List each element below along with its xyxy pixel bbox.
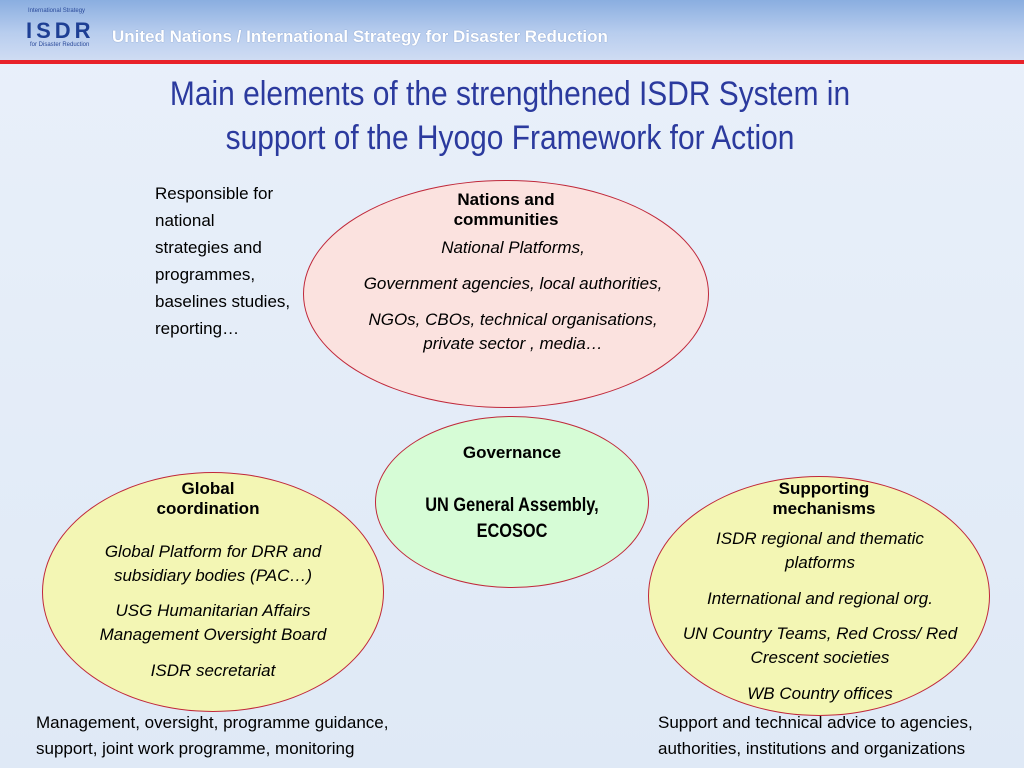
nations-item: Government agencies, local authorities,	[363, 274, 663, 293]
annotation-left-top: Responsible for national strategies and …	[155, 180, 290, 342]
logo-letters: ISDR	[26, 18, 95, 43]
global-title-line: Global	[181, 479, 235, 498]
supporting-item: UN Country Teams, Red Cross/ Red	[682, 624, 958, 643]
nations-item: National Platforms,	[441, 238, 585, 257]
supporting-title: Supporting mechanisms	[724, 479, 924, 519]
supporting-item: platforms	[785, 553, 855, 572]
nations-ellipse	[303, 180, 709, 408]
governance-title: Governance	[462, 443, 562, 462]
annotation-line: strategies and	[155, 238, 262, 257]
annotation-bottom-right: Support and technical advice to agencies…	[658, 710, 973, 762]
nations-item: private sector , media…	[423, 334, 603, 353]
annotation-line: Management, oversight, programme guidanc…	[36, 713, 389, 732]
slide-title-line: support of the Hyogo Framework for Actio…	[225, 119, 795, 157]
global-title-line: coordination	[156, 499, 260, 518]
header-title: United Nations / International Strategy …	[112, 27, 608, 46]
global-item: ISDR secretariat	[150, 661, 276, 680]
isdr-logo: International Strategy ISDR for Disaster…	[22, 8, 102, 56]
global-item: Global Platform for DRR and	[104, 542, 322, 561]
annotation-line: Support and technical advice to agencies…	[658, 713, 973, 732]
supporting-item: International and regional org.	[707, 589, 933, 608]
supporting-item: WB Country offices	[747, 684, 893, 703]
annotation-line: national	[155, 211, 215, 230]
nations-title-line: communities	[453, 210, 559, 229]
global-item: Management Oversight Board	[99, 625, 327, 644]
supporting-item: ISDR regional and thematic	[716, 529, 924, 548]
slide-title-line: Main elements of the strengthened ISDR S…	[169, 75, 851, 113]
logo-bottom-text: for Disaster Reduction	[30, 42, 90, 48]
annotation-line: Responsible for	[155, 184, 274, 203]
header-divider	[0, 60, 1024, 64]
annotation-line: support, joint work programme, monitorin…	[36, 739, 355, 758]
slide-title: Main elements of the strengthened ISDR S…	[114, 72, 906, 160]
global-item: subsidiary bodies (PAC…)	[113, 566, 313, 585]
governance-body-line: UN General Assembly,	[425, 495, 599, 516]
supporting-mechanisms-ellipse	[648, 476, 990, 716]
annotation-line: programmes,	[155, 265, 256, 284]
governance-body-line: ECOSOC	[476, 521, 548, 542]
header-bar: International Strategy ISDR for Disaster…	[0, 0, 1024, 60]
global-coordination-ellipse	[42, 472, 384, 712]
global-title: Global coordination	[113, 479, 303, 519]
supporting-item: Crescent societies	[750, 648, 890, 667]
supporting-title-line: mechanisms	[772, 499, 876, 518]
nations-item: NGOs, CBOs, technical organisations,	[368, 310, 658, 329]
annotation-line: reporting…	[155, 319, 240, 338]
annotation-line: baselines studies,	[155, 292, 291, 311]
annotation-bottom-left: Management, oversight, programme guidanc…	[36, 710, 388, 762]
global-item: USG Humanitarian Affairs	[115, 601, 311, 620]
supporting-title-line: Supporting	[778, 479, 870, 498]
nations-title-line: Nations and	[457, 190, 555, 209]
governance-body: UN General Assembly, ECOSOC	[409, 493, 615, 545]
nations-title: Nations and communities	[406, 190, 606, 230]
annotation-line: authorities, institutions and organizati…	[658, 739, 966, 758]
governance-ellipse	[375, 416, 649, 588]
logo-top-text: International Strategy	[28, 8, 86, 14]
